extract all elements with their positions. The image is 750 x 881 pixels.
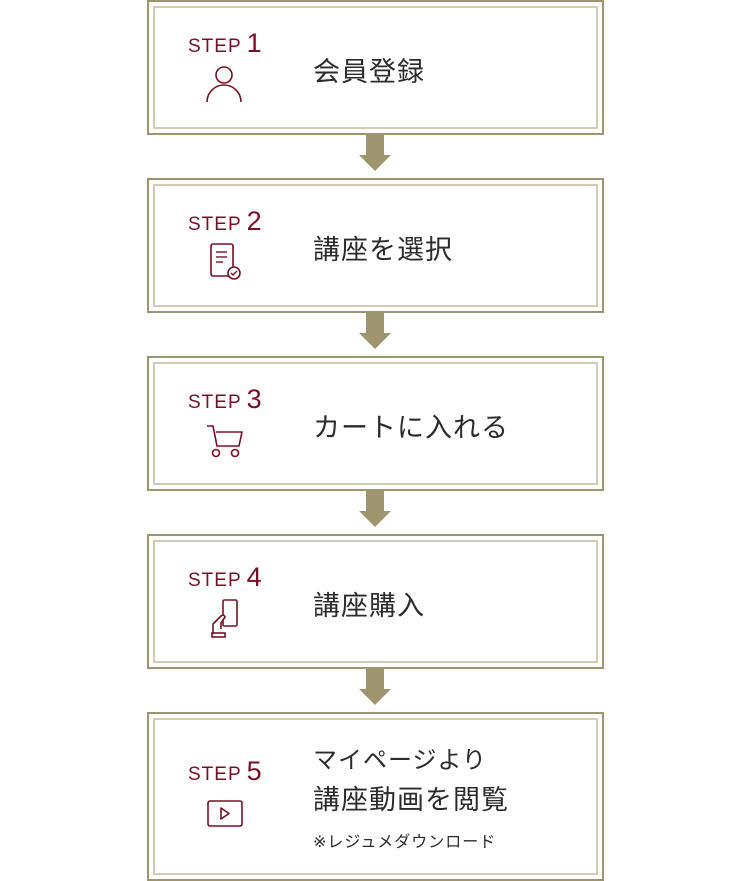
step-4-title: 講座購入 <box>313 591 425 622</box>
arrow-down-icon <box>359 313 391 349</box>
step-5-title-line2: 講座動画を閲覧 <box>313 785 509 816</box>
user-icon <box>206 66 242 103</box>
step-2-title: 講座を選択 <box>313 235 453 266</box>
step-3-title: カートに入れる <box>313 413 509 444</box>
card-payment-icon <box>211 599 238 638</box>
step-5-note: ※レジュメダウンロード <box>313 832 497 851</box>
arrow-down-icon <box>359 669 391 705</box>
arrow-down-icon <box>359 135 391 171</box>
step-5-title-line1: マイページより <box>313 746 488 774</box>
cart-icon <box>207 425 243 458</box>
video-play-icon <box>207 800 243 827</box>
step-1-title: 会員登録 <box>313 57 425 88</box>
arrow-down-icon <box>359 491 391 527</box>
document-check-icon <box>210 243 241 280</box>
